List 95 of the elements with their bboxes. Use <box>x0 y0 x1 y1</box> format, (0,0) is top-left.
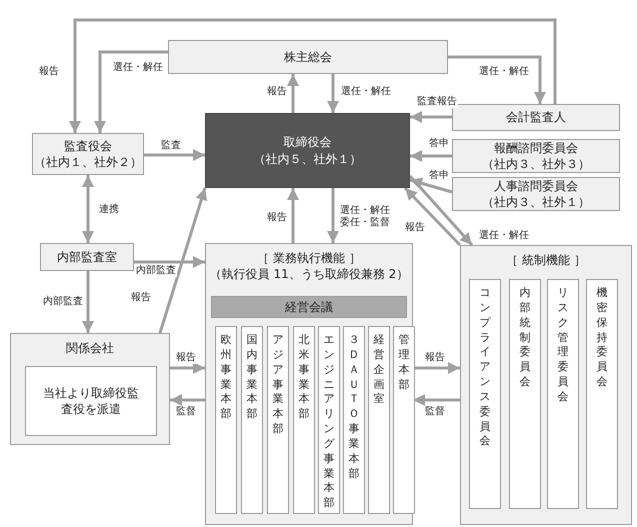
committee-box <box>469 279 501 509</box>
board-box <box>205 113 410 188</box>
arrow <box>413 394 460 406</box>
box-title: 取締役会 <box>284 134 332 150</box>
box-title: アジア事業本部 <box>272 333 284 437</box>
division-box <box>343 326 365 514</box>
arrow <box>327 188 339 243</box>
box-title: 管理本部 <box>398 333 410 392</box>
box-note: （社内３、社外３） <box>482 156 590 172</box>
edge-label: 報告 <box>266 86 288 98</box>
box-note: （社内５、社外１） <box>254 150 362 167</box>
division-box <box>241 326 263 514</box>
edge-label: 報告 <box>266 212 288 224</box>
edge-label: 選任・解任 <box>478 66 530 78</box>
arrow <box>287 188 299 243</box>
box-title: リスク管理委員会 <box>558 286 568 405</box>
division-box <box>267 326 289 514</box>
arrow <box>144 149 205 161</box>
box-title: 内部統制委員会 <box>520 286 530 390</box>
arrow <box>82 175 94 243</box>
edge-label: 監督 <box>175 406 197 418</box>
box-title: 関係会社 <box>66 340 114 356</box>
committee-box <box>452 139 620 173</box>
office-box <box>40 243 134 271</box>
division-box <box>318 326 340 514</box>
box-title: 株主総会 <box>284 48 332 66</box>
box-title: ［ 統制機能 ］ <box>506 252 586 268</box>
box-note: （執行役員 11、うち取締役兼務 2） <box>210 266 408 282</box>
box-title: 機密保持委員会 <box>596 286 608 390</box>
box-title: ３ＤＡＵＴＯ事業本部 <box>348 333 360 482</box>
committee-box <box>452 177 620 211</box>
arrow <box>94 50 168 133</box>
committee-box <box>586 279 618 509</box>
arrow <box>287 74 299 113</box>
committee-box <box>547 279 579 509</box>
box-title: 監査役会 <box>64 138 112 154</box>
council-bar <box>211 296 407 318</box>
edge-label: 監督 <box>424 406 446 418</box>
edge-label: 選任・解任委任・監督 <box>339 205 393 229</box>
arrow <box>69 18 556 133</box>
division-box <box>368 326 390 514</box>
box-title: 国内事業本部 <box>246 333 258 422</box>
box-title: 欧州事業本部 <box>220 333 232 422</box>
box-title: 内部監査室 <box>57 248 117 266</box>
edge-label: 報告 <box>130 292 152 304</box>
edge-label: 監査報告 <box>416 96 458 108</box>
function-panel <box>205 243 413 525</box>
arrow <box>413 362 460 374</box>
division-box <box>215 326 237 514</box>
box-title: 当社より取締役監査役を派遣 <box>43 384 139 418</box>
box-note: （社内３、社外１） <box>482 194 590 210</box>
arrow <box>170 362 205 374</box>
box-note: （社内１、社外２） <box>34 154 142 170</box>
note-box <box>25 366 157 436</box>
box-title: エンジニアリング事業本部 <box>324 333 334 512</box>
arrow <box>170 394 205 406</box>
arrow <box>134 256 205 268</box>
edge-label: 答申 <box>428 138 450 150</box>
arrow <box>327 74 339 113</box>
committee-box <box>509 279 541 509</box>
arrow <box>158 188 208 334</box>
box-title: 北米事業本部 <box>298 333 310 422</box>
box-title: 経営企画室 <box>374 333 384 408</box>
meeting-box <box>168 40 448 74</box>
affiliate-panel <box>10 333 170 445</box>
arrow <box>410 150 452 162</box>
box-title: 人事諮問委員会 <box>494 178 578 194</box>
edge-label: 選任・解任 <box>478 230 530 242</box>
edge-label: 内部監査 <box>135 265 177 277</box>
edge-label: 報告 <box>424 352 446 364</box>
arrow <box>404 186 462 246</box>
division-box <box>393 326 415 514</box>
edge-label: 選任・解任 <box>112 62 164 74</box>
division-box <box>293 326 315 514</box>
edge-label: 選任・解任 <box>340 86 392 98</box>
box-title: 経営会議 <box>285 298 333 316</box>
edge-label: 答申 <box>428 170 450 182</box>
box-title: 報酬諮問委員会 <box>494 140 578 156</box>
box-title: コンプライアンス委員会 <box>480 286 490 450</box>
committee-box <box>32 133 144 175</box>
function-panel <box>460 245 632 525</box>
edge-label: 報告 <box>404 222 426 234</box>
edge-label: 監査 <box>160 140 182 152</box>
arrow <box>410 178 452 194</box>
arrow <box>410 111 452 123</box>
arrow <box>408 175 474 246</box>
auditor-box <box>452 104 620 131</box>
arrow <box>448 56 546 104</box>
box-title: 会計監査人 <box>506 109 566 126</box>
box-title: ［ 業務執行機能 ］ <box>257 250 361 266</box>
edge-label: 報告 <box>38 66 60 78</box>
edge-label: 連携 <box>98 204 120 216</box>
edge-label: 内部監査 <box>42 296 84 308</box>
arrow <box>82 271 94 333</box>
edge-label: 報告 <box>175 352 197 364</box>
